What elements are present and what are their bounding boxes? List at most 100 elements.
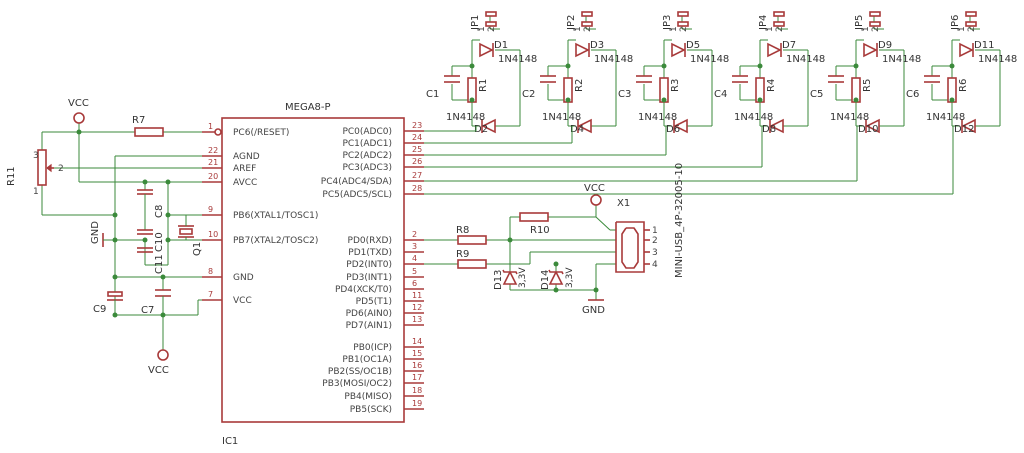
ic-pin-number: 23 [412, 121, 422, 130]
ic-pin-number: 1 [208, 122, 213, 131]
diode-top-type: 1N4148 [498, 54, 537, 65]
diode-bottom-label: D12 [954, 124, 974, 135]
ic-ref: IC1 [222, 436, 238, 447]
ic-pin-number: 27 [412, 171, 422, 180]
ic-pin-name: PB1(OC1A) [342, 355, 392, 365]
ic-pin-name: PB6(XTAL1/TOSC1) [233, 211, 318, 221]
capacitor-label: C3 [618, 89, 631, 100]
usb-pin3: 3 [652, 248, 658, 258]
ic-pin-name: PC2(ADC2) [342, 151, 392, 161]
crystal-q1: Q1 [178, 215, 203, 256]
ic-pin-number: 18 [412, 386, 422, 395]
usb-pin4: 4 [652, 260, 658, 270]
ic-pin-name: PB3(MOSI/OC2) [322, 379, 392, 389]
jumper-pin-2: 2 [967, 26, 977, 32]
ic-pin-name: PD5(T1) [356, 297, 392, 307]
diode-top-type: 1N4148 [978, 54, 1017, 65]
ic-pin-number: 12 [412, 303, 422, 312]
ic-pin-number: 7 [208, 290, 213, 299]
ic-pin-number: 3 [412, 242, 417, 251]
ic-pin-number: 15 [412, 349, 422, 358]
vcc-symbol-bottom: VCC [148, 349, 169, 376]
ic-pin-number: 25 [412, 145, 422, 154]
diode-top-label: D5 [686, 40, 700, 51]
jumper-pin-2: 2 [871, 26, 881, 32]
diode-bottom-label: D2 [474, 124, 488, 135]
vcc-label-bottom: VCC [148, 365, 169, 376]
diode-bottom-type: 1N4148 [638, 112, 677, 123]
ic-pin-name: PD4(XCK/T0) [335, 285, 392, 295]
diode-top-label: D1 [494, 40, 508, 51]
ic-pin-name: AREF [233, 164, 256, 174]
ic-pin-name: PB5(SCK) [350, 405, 392, 415]
ic-pin-name: PB0(ICP) [353, 343, 392, 353]
r7-label: R7 [132, 115, 145, 126]
diode-bottom-label: D4 [570, 124, 584, 135]
ic-pin-name: PD6(AIN0) [346, 309, 392, 319]
r11-pin3: 3 [33, 151, 39, 161]
ic-pin-number: 24 [412, 133, 422, 142]
jumper-pin-1: 1 [957, 26, 967, 32]
ic-pin-name: AGND [233, 152, 260, 162]
jumper-label: JP6 [950, 15, 961, 31]
zener-d14: D14 3,3V [540, 267, 575, 290]
ic-pin-number: 21 [208, 158, 218, 167]
usb-connector-x1: X1 1 2 3 4 MINI-USB_4P-32005-10 [615, 163, 685, 278]
vcc-symbol-top: VCC [68, 98, 89, 124]
ic-pin-name: AVCC [233, 178, 257, 188]
diode-bottom-type: 1N4148 [830, 112, 869, 123]
ic-pin-name: PB7(XTAL2/TOSC2) [233, 236, 318, 246]
capacitor-c8: C8 [137, 189, 165, 218]
diode-bottom-label: D8 [762, 124, 776, 135]
resistor-r9: R9 [456, 249, 487, 269]
jumper-pin-1: 1 [861, 26, 871, 32]
resistor-r8: R8 [456, 225, 487, 245]
r11-pin1: 1 [33, 187, 39, 197]
jumper-pin-1: 1 [573, 26, 583, 32]
usb-pin1: 1 [652, 226, 658, 236]
ic-pin-number: 8 [208, 267, 213, 276]
ic-name: MEGA8-P [285, 102, 331, 113]
ic-pin-number: 6 [412, 279, 417, 288]
ic-pin-name: PC6(/RESET) [233, 128, 289, 138]
jumper-pin-1: 1 [765, 26, 775, 32]
d13-label: D13 [493, 270, 504, 290]
diode-bottom-label: D10 [858, 124, 878, 135]
capacitor-c10: C10 [137, 229, 165, 252]
vcc-label-usb: VCC [584, 183, 605, 194]
diode-top-label: D7 [782, 40, 796, 51]
diode-top-type: 1N4148 [882, 54, 921, 65]
r10-label: R10 [530, 225, 550, 236]
jumper-pin-2: 2 [775, 26, 785, 32]
d13-value: 3,3V [518, 267, 528, 288]
resistor-label: R6 [958, 79, 969, 92]
diode-bottom-type: 1N4148 [734, 112, 773, 123]
ic-pin-name: PC0(ADC0) [342, 127, 392, 137]
ic-pin-number: 26 [412, 157, 422, 166]
diode-top-type: 1N4148 [786, 54, 825, 65]
vcc-label-top: VCC [68, 98, 89, 109]
capacitor-c9: C9 [93, 291, 123, 315]
jumper-label: JP4 [758, 15, 769, 31]
resistor-label: R3 [670, 79, 681, 92]
resistor-label: R5 [862, 79, 873, 92]
ic-pin-name: VCC [233, 296, 252, 306]
